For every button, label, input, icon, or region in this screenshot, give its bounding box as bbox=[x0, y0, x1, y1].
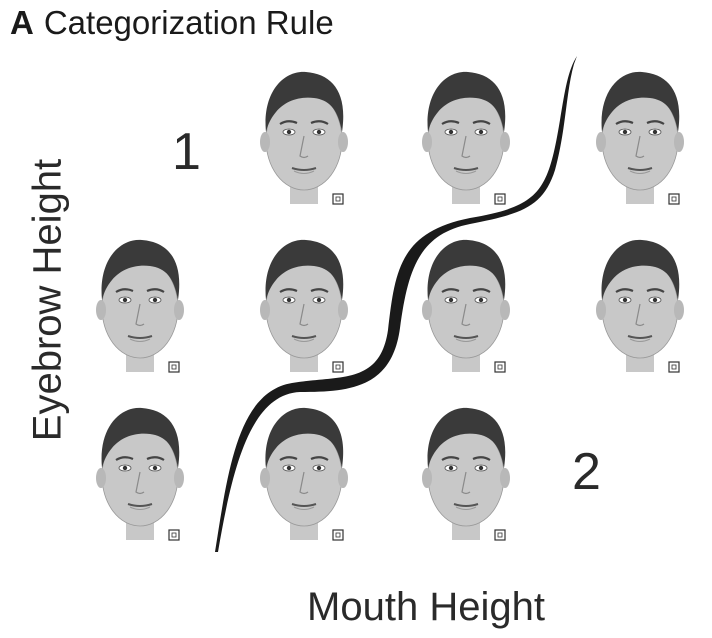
face-stimulus bbox=[90, 230, 190, 380]
panel-title-text: Categorization Rule bbox=[43, 4, 334, 41]
face-stimulus bbox=[254, 230, 354, 380]
x-axis-label: Mouth Height bbox=[307, 585, 545, 629]
face-stimulus bbox=[90, 398, 190, 548]
panel-letter: A bbox=[10, 4, 34, 41]
face-stimulus bbox=[416, 62, 516, 212]
face-stimulus bbox=[254, 398, 354, 548]
face-stimulus bbox=[416, 230, 516, 380]
category-1-label: 1 bbox=[172, 123, 201, 181]
category-2-label: 2 bbox=[572, 443, 601, 501]
face-stimulus bbox=[254, 62, 354, 212]
y-axis-label: Eyebrow Height bbox=[25, 158, 70, 442]
face-stimulus bbox=[590, 62, 690, 212]
face-stimulus bbox=[416, 398, 516, 548]
face-stimulus bbox=[590, 230, 690, 380]
